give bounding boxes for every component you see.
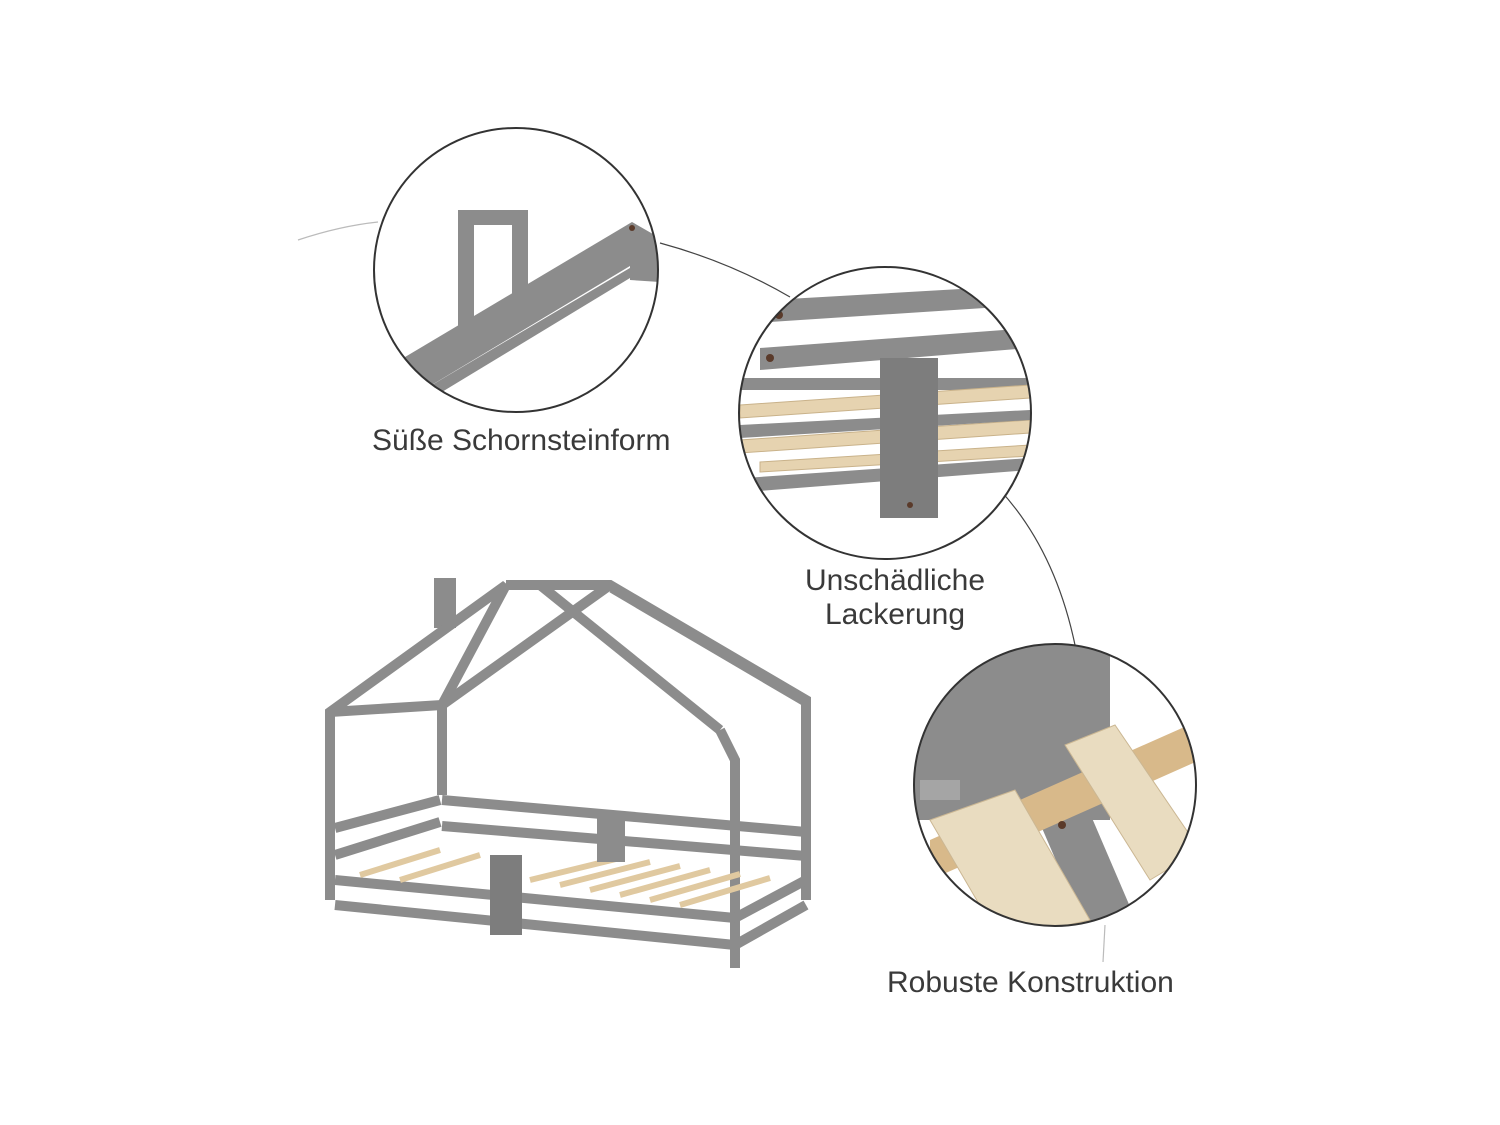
feature-label-paint-line2: Lackerung <box>824 598 966 631</box>
bed-guard-board <box>490 855 522 935</box>
feature-label-paint: Unschädliche Lackerung <box>780 564 1010 632</box>
feature-label-paint-line1: Unschädliche <box>804 564 986 597</box>
detail-circle-paint <box>738 266 1032 560</box>
feature-label-chimney: Süße Schornsteinform <box>372 424 671 457</box>
feature-label-construction: Robuste Konstruktion <box>887 966 1174 999</box>
detail-circle-chimney <box>373 127 659 413</box>
connector-lines <box>297 221 1106 963</box>
house-bed <box>325 578 811 968</box>
bed-slats <box>359 847 771 908</box>
detail-circle-construction <box>913 643 1197 927</box>
